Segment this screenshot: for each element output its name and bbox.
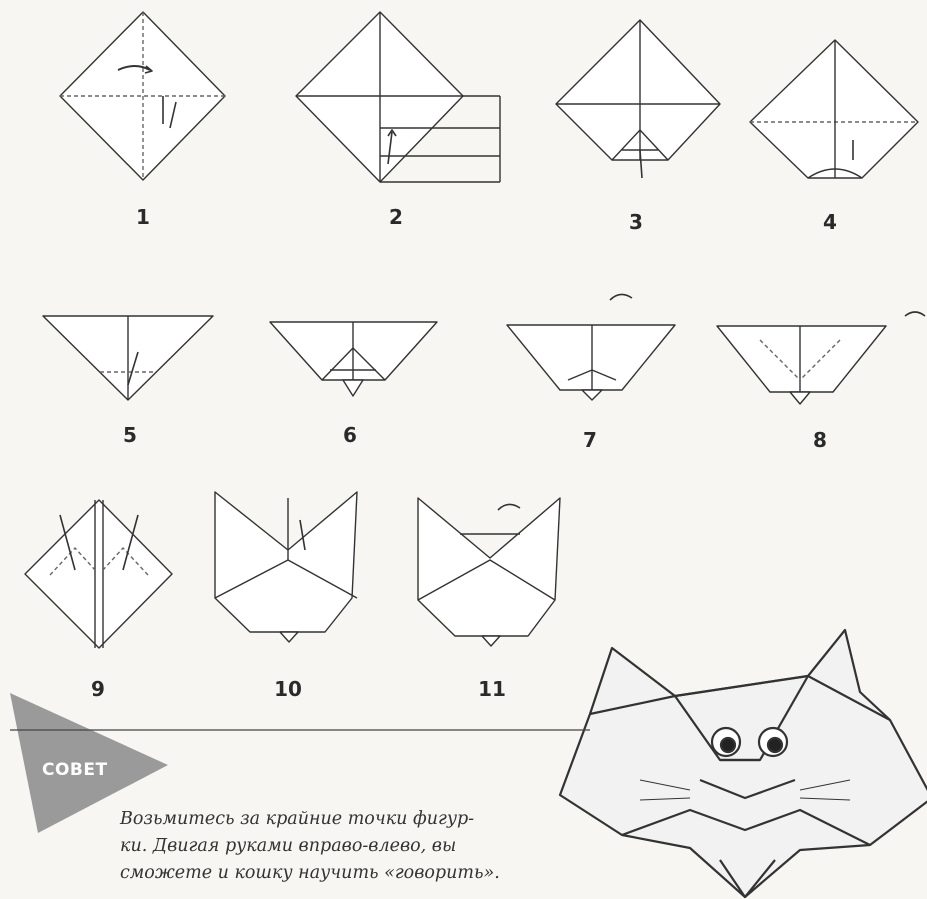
- tip-text: Возьмитесь за крайние точки фигур- ки. Д…: [120, 806, 590, 887]
- tip-line-1: Возьмитесь за крайние точки фигур-: [120, 806, 590, 833]
- step-8-figure: [717, 312, 925, 404]
- tip-label: СОВЕТ: [42, 760, 108, 780]
- step-5-figure: [43, 316, 213, 400]
- step-1-figure: [60, 12, 225, 180]
- step-10-figure: [215, 492, 357, 642]
- step-9-figure: [25, 500, 172, 648]
- step-3-figure: [556, 20, 720, 178]
- step-4-figure: [750, 40, 918, 178]
- step-number-8: 8: [800, 428, 840, 452]
- step-7-figure: [507, 294, 675, 400]
- step-2-figure: [296, 12, 500, 182]
- step-number-2: 2: [376, 205, 416, 229]
- step-number-5: 5: [110, 423, 150, 447]
- tip-line-2: ки. Двигая руками вправо-влево, вы: [120, 833, 590, 860]
- step-number-3: 3: [616, 210, 656, 234]
- step-number-11: 11: [472, 677, 512, 701]
- step-number-9: 9: [78, 677, 118, 701]
- step-6-figure: [270, 322, 437, 396]
- step-number-7: 7: [570, 428, 610, 452]
- step-number-10: 10: [268, 677, 308, 701]
- step-number-6: 6: [330, 423, 370, 447]
- step-number-1: 1: [123, 205, 163, 229]
- step-11-figure: [418, 498, 560, 646]
- tip-line-3: сможете и кошку научить «говорить».: [120, 860, 590, 887]
- step-number-4: 4: [810, 210, 850, 234]
- cat-head-illustration: [560, 630, 927, 897]
